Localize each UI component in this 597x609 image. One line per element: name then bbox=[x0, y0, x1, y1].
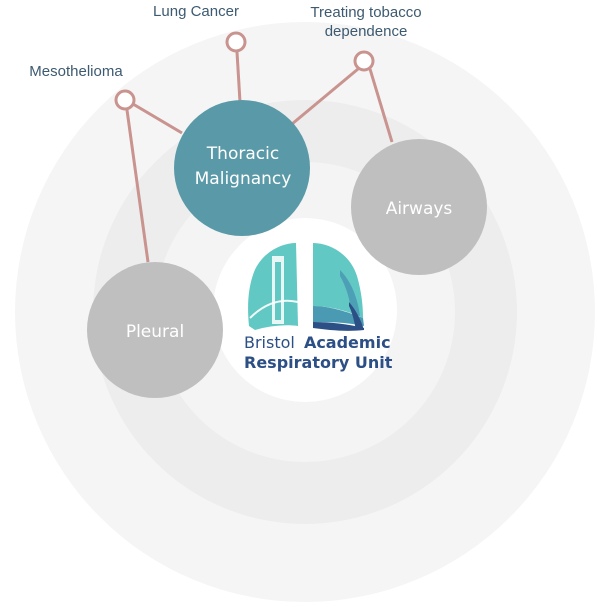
bristol-logo: Bristol Academic Respiratory Unit bbox=[244, 243, 393, 372]
connector-ends bbox=[114, 31, 375, 111]
node-airways: Airways bbox=[351, 139, 487, 275]
airways-label: Airways bbox=[386, 199, 453, 219]
connector-tobacco bbox=[291, 67, 359, 126]
connectors bbox=[125, 51, 394, 263]
mesothelioma-label: Mesothelioma bbox=[29, 63, 123, 80]
thoracic-malignancy-label-line2: Malignancy bbox=[195, 169, 292, 189]
outer-topic-labels: Lung Cancer Treating tobacco dependence … bbox=[29, 3, 421, 80]
lung-cancer-label: Lung Cancer bbox=[153, 3, 239, 20]
tobacco-label-line1: Treating tobacco bbox=[310, 4, 421, 21]
logo-text-line1: Bristol Academic bbox=[244, 333, 391, 352]
thoracic-malignancy-circle bbox=[174, 100, 310, 236]
airways-circle bbox=[351, 139, 487, 275]
logo-text-line2: Respiratory Unit bbox=[244, 353, 393, 372]
connector-mesothelioma-pleural bbox=[125, 109, 150, 263]
connector-tobacco-airways bbox=[368, 68, 394, 143]
thoracic-malignancy-label-line1: Thoracic bbox=[206, 144, 279, 164]
logo-word-bristol: Bristol bbox=[244, 333, 295, 352]
mesothelioma-marker bbox=[114, 89, 136, 111]
node-thoracic-malignancy: Thoracic Malignancy bbox=[174, 100, 310, 236]
connector-lung-cancer bbox=[235, 51, 242, 103]
lungs-bridge-icon bbox=[248, 243, 364, 331]
tobacco-marker bbox=[353, 50, 375, 72]
pleural-label: Pleural bbox=[126, 322, 184, 342]
node-pleural: Pleural bbox=[87, 262, 223, 398]
logo-word-academic: Academic bbox=[304, 333, 391, 352]
connector-mesothelioma bbox=[132, 102, 183, 135]
tobacco-label-line2: dependence bbox=[325, 23, 408, 40]
pleural-circle bbox=[87, 262, 223, 398]
lung-cancer-marker bbox=[225, 31, 247, 53]
